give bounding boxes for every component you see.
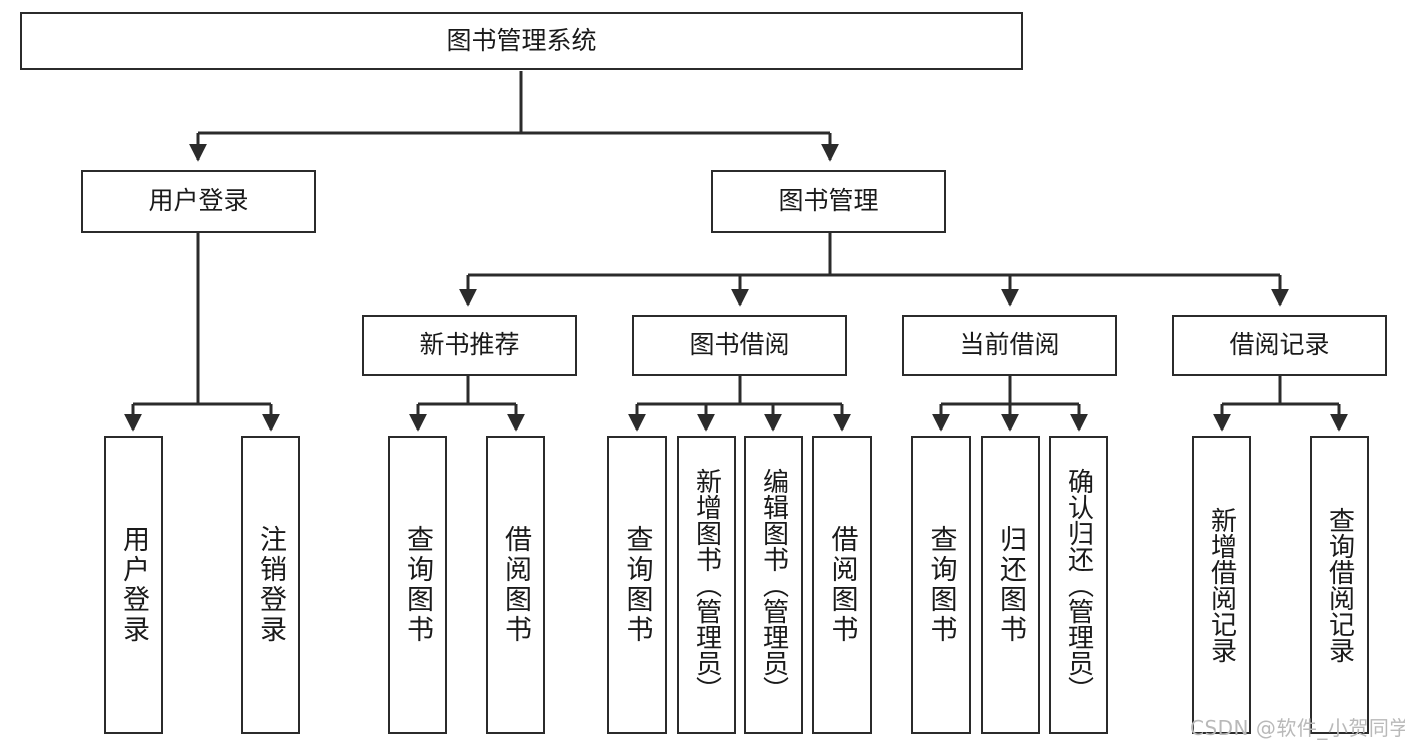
leaf-book-borrow-query-book[interactable]: 查询图书 [607,436,667,734]
node-new-book-recommend[interactable]: 新书推荐 [362,315,577,376]
node-label: 注销登录 [255,525,286,645]
node-label: 查询图书 [402,525,433,645]
node-label: 编辑图书（管理员） [758,468,789,702]
leaf-borrow-record-query-record[interactable]: 查询借阅记录 [1310,436,1369,734]
leaf-current-borrow-query-book[interactable]: 查询图书 [911,436,971,734]
leaf-book-borrow-edit-book-admin[interactable]: 编辑图书（管理员） [744,436,803,734]
node-label: 归还图书 [995,525,1026,645]
leaf-new-book-borrow-book[interactable]: 借阅图书 [486,436,545,734]
node-label: 用户登录 [148,186,249,216]
node-label: 用户登录 [118,525,149,645]
node-label: 图书借阅 [689,330,790,360]
node-book-management[interactable]: 图书管理 [711,170,946,233]
node-current-borrow[interactable]: 当前借阅 [902,315,1117,376]
node-label: 确认归还（管理员） [1063,468,1094,702]
node-label: 图书管理系统 [446,25,597,55]
node-root-system[interactable]: 图书管理系统 [20,12,1023,70]
node-label: 查询借阅记录 [1324,507,1355,663]
node-label: 新增借阅记录 [1206,507,1237,663]
node-label: 查询图书 [621,525,653,645]
node-label: 借阅图书 [826,525,858,645]
node-label: 新书推荐 [419,330,520,360]
node-user-login[interactable]: 用户登录 [81,170,316,233]
node-label: 新增图书（管理员） [691,468,722,702]
leaf-book-borrow-borrow-book[interactable]: 借阅图书 [812,436,872,734]
node-book-borrow[interactable]: 图书借阅 [632,315,847,376]
node-label: 借阅记录 [1229,330,1330,360]
node-label: 查询图书 [925,525,957,645]
leaf-borrow-record-add-record[interactable]: 新增借阅记录 [1192,436,1251,734]
leaf-user-login-logout[interactable]: 注销登录 [241,436,300,734]
leaf-new-book-query-book[interactable]: 查询图书 [388,436,447,734]
leaf-current-borrow-return-book[interactable]: 归还图书 [981,436,1040,734]
node-borrow-record[interactable]: 借阅记录 [1172,315,1387,376]
node-label: 当前借阅 [959,330,1060,360]
node-label: 图书管理 [778,186,879,216]
leaf-current-borrow-confirm-return-admin[interactable]: 确认归还（管理员） [1049,436,1108,734]
leaf-user-login-login[interactable]: 用户登录 [104,436,163,734]
leaf-book-borrow-add-book-admin[interactable]: 新增图书（管理员） [677,436,736,734]
csdn-watermark: CSDN @软件_小贺同学 [1190,716,1405,740]
node-label: 借阅图书 [500,525,531,645]
